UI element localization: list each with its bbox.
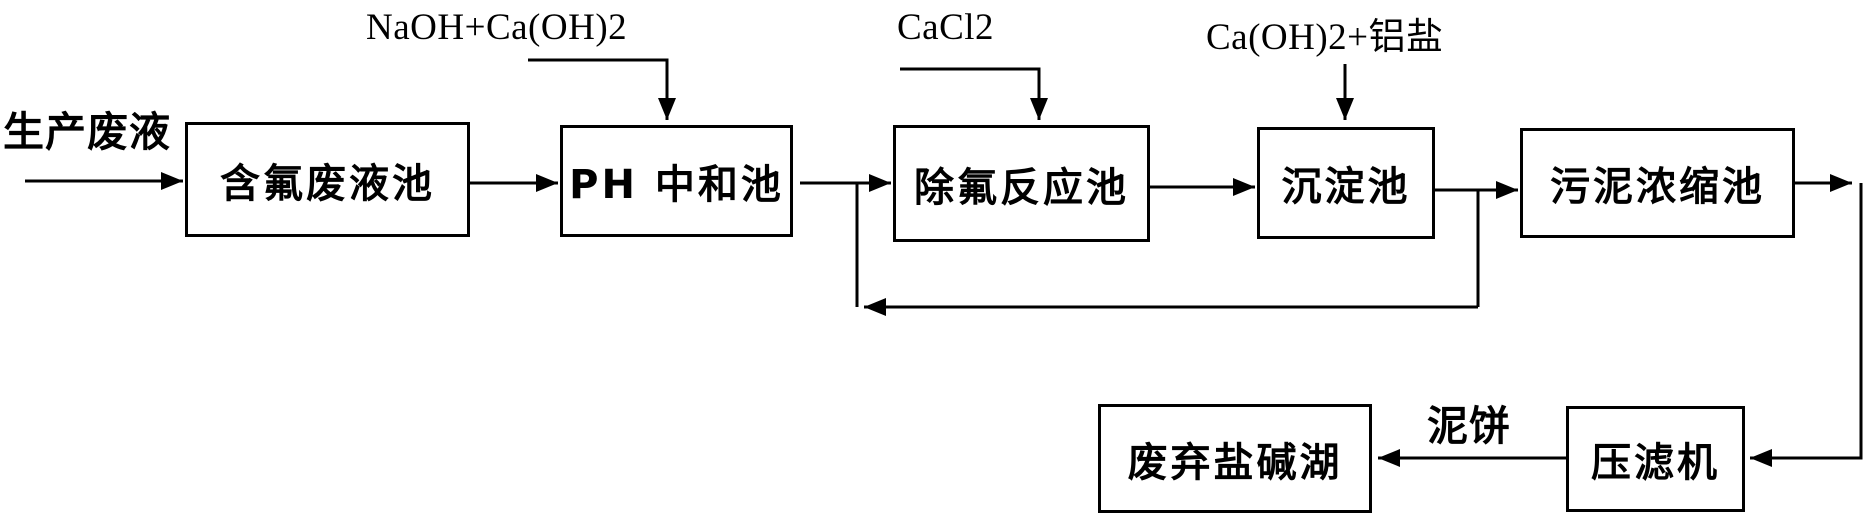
node-filter-press: 压滤机 [1566, 406, 1745, 512]
node-sludge-thickening-pool: 污泥浓缩池 [1520, 128, 1795, 238]
node-sedimentation-pool: 沉淀池 [1257, 127, 1435, 239]
label-production-waste-liquid: 生产废液 [3, 108, 171, 156]
node-ph-neutralization-pool: PH 中和池 [560, 125, 793, 237]
label-naoh-caoh2: NaOH+Ca(OH)2 [366, 7, 628, 48]
node-fluoride-waste-pool: 含氟废液池 [185, 122, 470, 237]
node-ph-neutralization-pool-label: PH 中和池 [569, 162, 784, 208]
label-caoh2-aluminum-salt: Ca(OH)2+铝盐 [1206, 17, 1444, 58]
node-fluoride-waste-pool-label: 含氟废液池 [220, 160, 435, 207]
arrow-naoh-dosing [528, 58, 676, 120]
node-sludge-thickening-pool-label: 污泥浓缩池 [1550, 164, 1765, 210]
arrow-cacl2-dosing [900, 67, 1048, 120]
node-defluorination-reaction-pool-label: 除氟反应池 [914, 164, 1129, 211]
node-abandoned-salt-alkali-lake-label: 废弃盐碱湖 [1127, 439, 1343, 486]
node-abandoned-salt-alkali-lake: 废弃盐碱湖 [1098, 404, 1372, 513]
arrow-down-to-filter-press [1750, 183, 1863, 467]
label-cacl2: CaCl2 [897, 7, 995, 48]
label-mud-cake: 泥饼 [1427, 402, 1511, 450]
node-defluorination-reaction-pool: 除氟反应池 [893, 125, 1150, 242]
node-filter-press-label: 压滤机 [1591, 440, 1720, 486]
node-sedimentation-pool-label: 沉淀池 [1281, 164, 1411, 210]
